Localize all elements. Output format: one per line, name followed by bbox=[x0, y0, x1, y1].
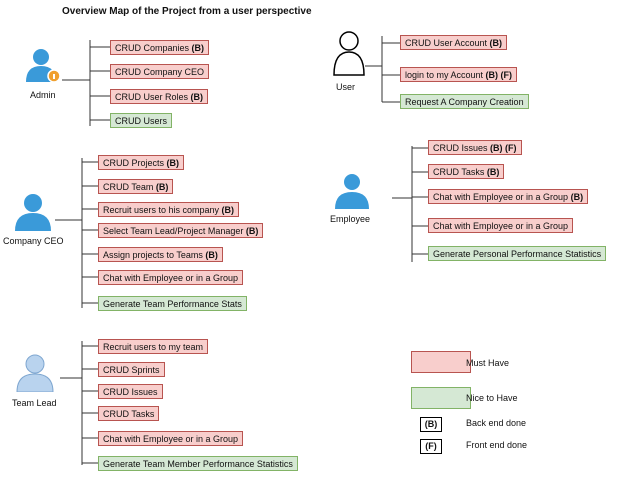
legend-frontend-label: Front end done bbox=[466, 440, 528, 450]
legend-nice-label: Nice to Have bbox=[466, 393, 518, 403]
employee-item: Chat with Employee or in a Group (B) bbox=[428, 189, 589, 204]
ceo-item: Recruit users to his company (B) bbox=[98, 202, 240, 217]
legend-backend-label: Back end done bbox=[466, 418, 527, 428]
team-lead-actor-icon bbox=[16, 354, 54, 397]
employee-actor-icon bbox=[334, 173, 370, 214]
legend-frontend-key: (F) bbox=[420, 439, 442, 454]
admin-item: CRUD Companies (B) bbox=[110, 40, 210, 55]
company-ceo-actor-icon bbox=[14, 193, 52, 236]
diagram-title: Overview Map of the Project from a user … bbox=[62, 6, 312, 17]
legend-nice-swatch bbox=[411, 387, 471, 409]
company-ceo-label: Company CEO bbox=[3, 236, 64, 246]
ceo-item: CRUD Team (B) bbox=[98, 179, 174, 194]
teamlead-item: CRUD Sprints bbox=[98, 362, 165, 377]
legend-must-label: Must Have bbox=[466, 358, 510, 368]
team-lead-label: Team Lead bbox=[12, 398, 57, 408]
ceo-item: Select Team Lead/Project Manager (B) bbox=[98, 223, 264, 238]
teamlead-item: Generate Team Member Performance Statist… bbox=[98, 456, 298, 471]
user-actor-icon bbox=[333, 30, 367, 81]
user-item: Request A Company Creation bbox=[400, 94, 529, 109]
admin-label: Admin bbox=[30, 90, 56, 100]
teamlead-item: Recruit users to my team bbox=[98, 339, 209, 354]
user-item: CRUD User Account (B) bbox=[400, 35, 508, 50]
employee-item: Chat with Employee or in a Group bbox=[428, 218, 574, 233]
ceo-item: Chat with Employee or in a Group bbox=[98, 270, 244, 285]
admin-item: CRUD User Roles (B) bbox=[110, 89, 209, 104]
user-label: User bbox=[336, 82, 356, 92]
legend-must-swatch bbox=[411, 351, 471, 373]
employee-item: CRUD Tasks (B) bbox=[428, 164, 505, 179]
ceo-item: CRUD Projects (B) bbox=[98, 155, 185, 170]
admin-item: CRUD Company CEO bbox=[110, 64, 210, 79]
user-item: login to my Account (B) (F) bbox=[400, 67, 518, 82]
teamlead-item: CRUD Issues bbox=[98, 384, 163, 399]
employee-item: Generate Personal Performance Statistics bbox=[428, 246, 607, 261]
legend-backend-key: (B) bbox=[420, 417, 442, 432]
ceo-item: Assign projects to Teams (B) bbox=[98, 247, 223, 262]
employee-item: CRUD Issues (B) (F) bbox=[428, 140, 522, 155]
teamlead-item: Chat with Employee or in a Group bbox=[98, 431, 244, 446]
employee-label: Employee bbox=[330, 214, 371, 224]
admin-actor-icon bbox=[24, 48, 62, 89]
ceo-item: Generate Team Performance Stats bbox=[98, 296, 247, 311]
teamlead-item: CRUD Tasks bbox=[98, 406, 160, 421]
admin-item: CRUD Users bbox=[110, 113, 173, 128]
